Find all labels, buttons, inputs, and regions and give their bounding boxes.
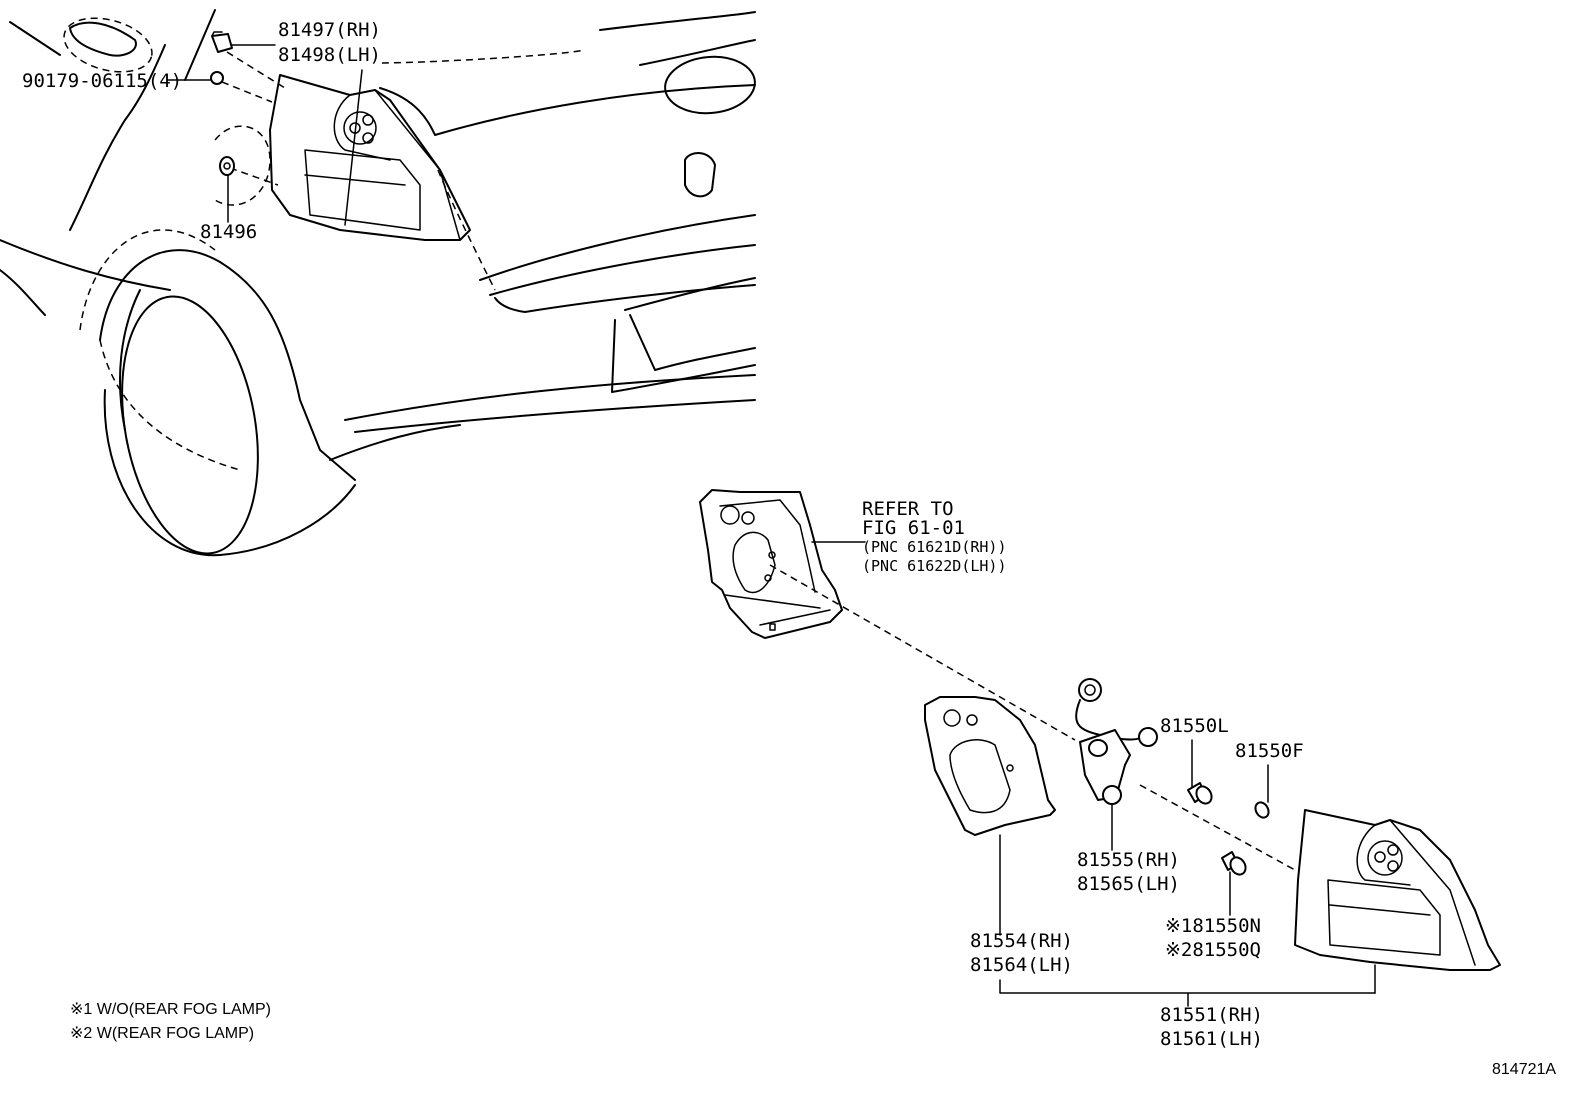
clip-81497-icon [211, 31, 233, 53]
label-81498: 81498(LH) [278, 44, 381, 66]
bulb-81550N-icon [1221, 851, 1247, 916]
label-81550N: ※181550N [1165, 915, 1261, 937]
label-81496: 81496 [200, 221, 258, 243]
label-81550L: 81550L [1160, 715, 1229, 737]
label-refer-to: REFER TO [862, 498, 954, 520]
label-90179-06115: 90179-06115(4) [22, 70, 183, 92]
label-81550Q: ※281550Q [1165, 939, 1261, 961]
label-81550F: 81550F [1235, 740, 1304, 762]
note-wo-fog-lamp: ※1 W/O(REAR FOG LAMP) [70, 1001, 271, 1018]
label-refer-pnc-lh: (PNC 61622D(LH)) [862, 557, 1007, 575]
label-81564: 81564(LH) [970, 954, 1073, 976]
screw-90179-icon [210, 71, 224, 85]
label-81555: 81555(RH) [1077, 849, 1180, 871]
bulb-81550F-icon [1254, 764, 1270, 819]
note-w-fog-lamp: ※2 W(REAR FOG LAMP) [70, 1025, 255, 1042]
gasket-81554-icon [924, 696, 1056, 936]
label-81551: 81551(RH) [1160, 1004, 1263, 1026]
socket-wire-81555-icon [1075, 678, 1158, 851]
label-refer-fig: FIG 61-01 [862, 517, 965, 539]
figure-id: 814721A [1492, 1061, 1557, 1078]
label-81565: 81565(LH) [1077, 873, 1180, 895]
car-body-outline [0, 9, 756, 557]
body-panel-ref-icon [699, 489, 866, 639]
label-refer-pnc-rh: (PNC 61621D(RH)) [862, 538, 1007, 556]
bulb-81550L-icon [1187, 739, 1213, 805]
assembly-axis [769, 564, 1296, 871]
assy-bracket [999, 979, 1376, 1007]
nut-81496-icon [219, 156, 235, 176]
callout-leaders-top [167, 44, 363, 226]
label-81554: 81554(RH) [970, 930, 1073, 952]
label-81497: 81497(RH) [278, 19, 381, 41]
tail-lamp-81551-icon [1294, 809, 1501, 994]
label-81561: 81561(LH) [1160, 1028, 1263, 1050]
